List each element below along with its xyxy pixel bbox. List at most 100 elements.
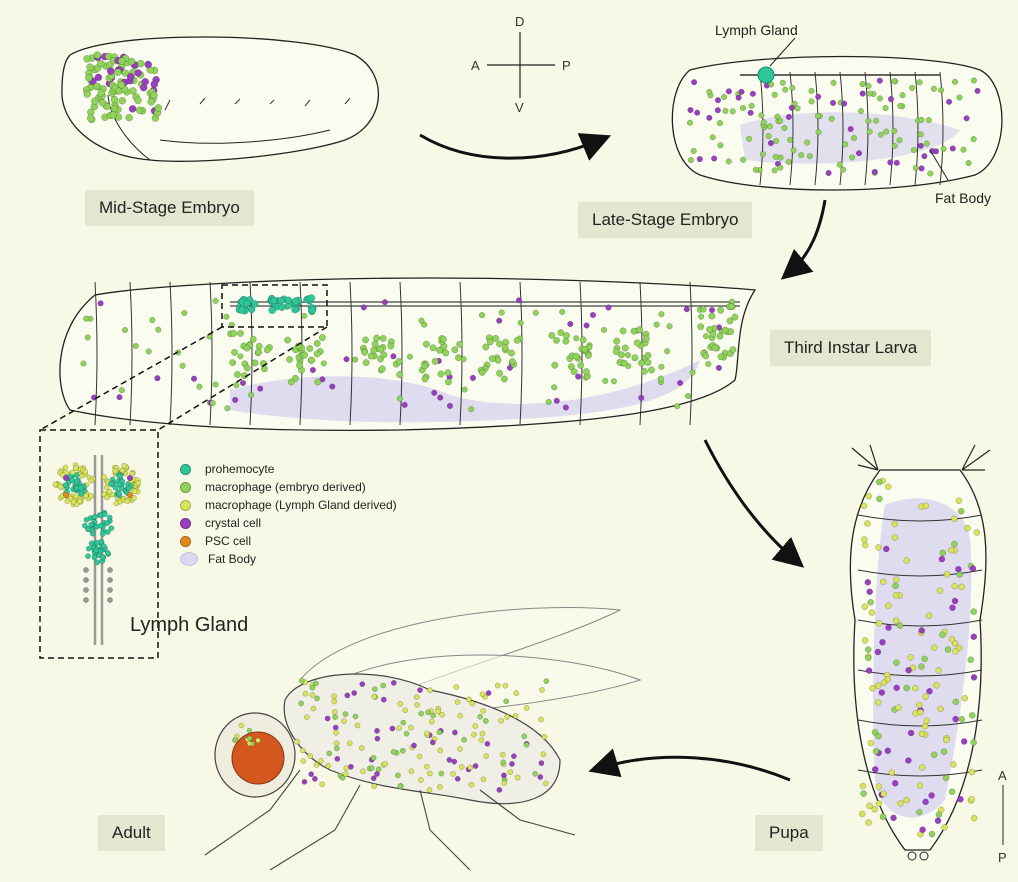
hemocyte-dot [876, 496, 882, 502]
sessile-hemocyte [502, 345, 508, 351]
hemocyte-dot [916, 702, 922, 708]
hemocyte-dot [798, 152, 804, 158]
legend-item-fat-body: Fat Body [180, 550, 397, 568]
sessile-hemocyte [229, 359, 235, 365]
hemocyte-dot [877, 78, 883, 84]
hemocyte-dot [302, 779, 307, 784]
hemocyte-dot [767, 124, 773, 130]
hemocyte-dot [787, 137, 793, 143]
hemocyte-dot [964, 116, 970, 122]
axis-anterior: A [471, 58, 480, 73]
sessile-hemocyte [706, 326, 712, 332]
sessile-hemocyte [648, 367, 654, 373]
hemocyte-dot [959, 584, 965, 590]
hemocyte-dot [483, 718, 488, 723]
hemocyte-dot [390, 726, 395, 731]
hemocyte-dot [310, 367, 316, 373]
hemocyte-dot [873, 118, 879, 124]
hemocyte-dot [894, 160, 900, 166]
hemocyte-dot [940, 550, 946, 556]
hemocyte-dot [401, 720, 406, 725]
pupa-axis-posterior: P [998, 850, 1007, 865]
sessile-hemocyte [438, 371, 444, 377]
hemocyte-dot [430, 740, 435, 745]
sessile-hemocyte [552, 362, 558, 368]
hemocyte-dot [809, 88, 815, 94]
sessile-hemocyte [496, 370, 502, 376]
sessile-hemocyte [378, 346, 384, 352]
hemocyte-dot [320, 782, 325, 787]
hemocyte-dot [895, 705, 901, 711]
legend: prohemocyte macrophage (embryo derived) … [180, 460, 397, 568]
sessile-hemocyte [583, 368, 589, 374]
hemocyte-dot [122, 327, 128, 333]
hemocyte-dot [182, 310, 188, 316]
hemocyte-dot [374, 728, 379, 733]
hemocyte-dot [826, 170, 832, 176]
hemocyte-dot [868, 740, 874, 746]
hemocyte-dot [232, 397, 238, 403]
sessile-hemocyte [698, 324, 704, 330]
hemocyte-dot [886, 625, 892, 631]
hemocyte-dot [299, 678, 304, 683]
hemocyte-dot [917, 80, 923, 86]
hemocyte-dot [533, 771, 538, 776]
hemocyte-dot [840, 167, 846, 173]
hemocyte-dot [409, 769, 414, 774]
hemocyte-dot [892, 534, 898, 540]
hemocyte-dot [875, 649, 881, 655]
hemocyte-dot [867, 91, 873, 97]
hemocyte-dot [931, 86, 937, 92]
sessile-hemocyte [368, 353, 374, 359]
hemocyte-dot [150, 317, 156, 323]
lymph-lobe-cell [85, 554, 90, 559]
hemocyte-dot [403, 708, 408, 713]
hemocyte-dot [111, 105, 118, 112]
hemocyte-dot [466, 697, 471, 702]
hemocyte-dot [766, 133, 772, 139]
hemocyte-dot [568, 321, 574, 327]
lymph-lobe-cell [84, 517, 89, 522]
hemocyte-dot [334, 746, 339, 751]
hemocyte-dot [480, 692, 485, 697]
lymph-lobe-cell [74, 494, 79, 499]
hemocyte-dot [856, 150, 862, 156]
hemocyte-dot [918, 132, 924, 138]
hemocyte-dot [118, 81, 125, 88]
hemocyte-dot [321, 361, 327, 367]
hemocyte-dot [875, 683, 881, 689]
hemocyte-dot [759, 113, 765, 119]
sessile-hemocyte [307, 345, 313, 351]
hemocyte-dot [312, 776, 317, 781]
hemocyte-dot [952, 598, 958, 604]
hemocyte-dot [897, 623, 903, 629]
hemocyte-dot [916, 809, 922, 815]
hemocyte-dot [959, 716, 965, 722]
hemocyte-dot [919, 117, 925, 123]
sessile-hemocyte [230, 330, 236, 336]
hemocyte-dot [938, 706, 944, 712]
hemocyte-dot [197, 384, 203, 390]
hemocyte-dot [773, 154, 779, 160]
hemocyte-dot [127, 73, 134, 80]
legend-label: macrophage (Lymph Gland derived) [205, 498, 397, 512]
hemocyte-dot [504, 699, 509, 704]
hemocyte-dot [543, 781, 548, 786]
hemocyte-dot [332, 699, 337, 704]
axis-ventral: V [515, 100, 524, 115]
hemocyte-dot [687, 120, 693, 126]
hemocyte-dot [659, 311, 665, 317]
lymph-lobe-cell [86, 526, 91, 531]
hemocyte-dot [677, 380, 683, 386]
hemocyte-dot [950, 146, 956, 152]
hemocyte-dot [135, 70, 142, 77]
hemocyte-dot [694, 110, 700, 116]
sessile-hemocyte [730, 346, 736, 352]
hemocyte-dot [861, 503, 867, 509]
hemocyte-dot [659, 364, 665, 370]
sessile-hemocyte [503, 339, 509, 345]
hemocyte-dot [866, 820, 872, 826]
hemocyte-dot [876, 545, 882, 551]
hemocyte-dot [376, 767, 381, 772]
hemocyte-dot [971, 634, 977, 640]
